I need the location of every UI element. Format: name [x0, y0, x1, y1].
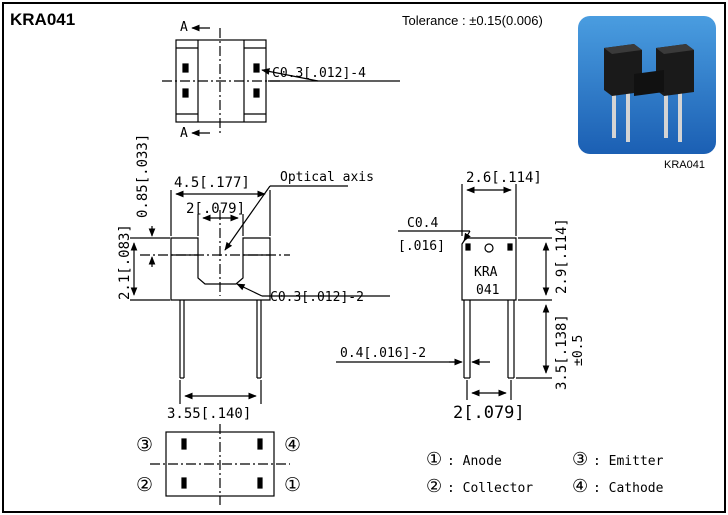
marking-line2: 041	[476, 283, 499, 298]
dim-slot-2: 2[.079]	[186, 201, 245, 217]
legend-label-2: : Collector	[447, 481, 533, 496]
dim-pin-width-04: 0.4[.016]-2	[340, 346, 426, 361]
pin-legend: ① : Anode ③ : Emitter ② : Collector ④ : …	[426, 449, 664, 497]
chamfer-016-label: [.016]	[398, 239, 445, 254]
dim-pin-tolerance: ±0.5	[571, 335, 586, 366]
dim-pin-length-35: 3.5[.138]	[554, 314, 570, 390]
photo-caption: KRA041	[664, 159, 705, 171]
section-a-bottom-label: A	[180, 126, 188, 141]
top-view	[162, 24, 400, 137]
footprint-pin4: ④	[284, 434, 301, 456]
legend-num-1: ①	[426, 449, 442, 470]
legend-label-1: : Anode	[447, 454, 502, 469]
dim-pin-pitch-355: 3.55[.140]	[167, 406, 251, 422]
legend-label-4: : Cathode	[593, 481, 664, 496]
marking-line1: KRA	[474, 265, 498, 280]
legend-num-2: ②	[426, 476, 442, 497]
footprint-pin3: ③	[136, 434, 153, 456]
side-view	[336, 184, 552, 400]
sensor-icon	[604, 44, 694, 142]
front-view	[130, 185, 390, 404]
product-photo	[578, 16, 716, 154]
footprint-pin1: ①	[284, 474, 301, 496]
front-chamfer-dim: C0.3[.012]-2	[270, 290, 364, 305]
optical-axis-label: Optical axis	[280, 170, 374, 185]
dim-pin-pitch-2: 2[.079]	[453, 403, 525, 423]
legend-num-3: ③	[572, 449, 588, 470]
dim-height-085: 0.85[.033]	[135, 134, 151, 218]
tolerance-note: Tolerance : ±0.15(0.006)	[402, 13, 543, 28]
dim-height-21: 2.1[.083]	[117, 224, 133, 300]
part-title: KRA041	[10, 10, 76, 29]
dim-width-26: 2.6[.114]	[466, 170, 542, 186]
legend-num-4: ④	[572, 476, 588, 497]
top-chamfer-dim: C0.3[.012]-4	[272, 66, 366, 81]
dim-width-45: 4.5[.177]	[174, 175, 250, 191]
dim-height-29: 2.9[.114]	[554, 218, 570, 294]
section-a-top-label: A	[180, 20, 188, 35]
footprint-view	[150, 424, 290, 505]
footprint-pin2: ②	[136, 474, 153, 496]
legend-label-3: : Emitter	[593, 454, 664, 469]
chamfer-c04-label: C0.4	[407, 216, 438, 231]
